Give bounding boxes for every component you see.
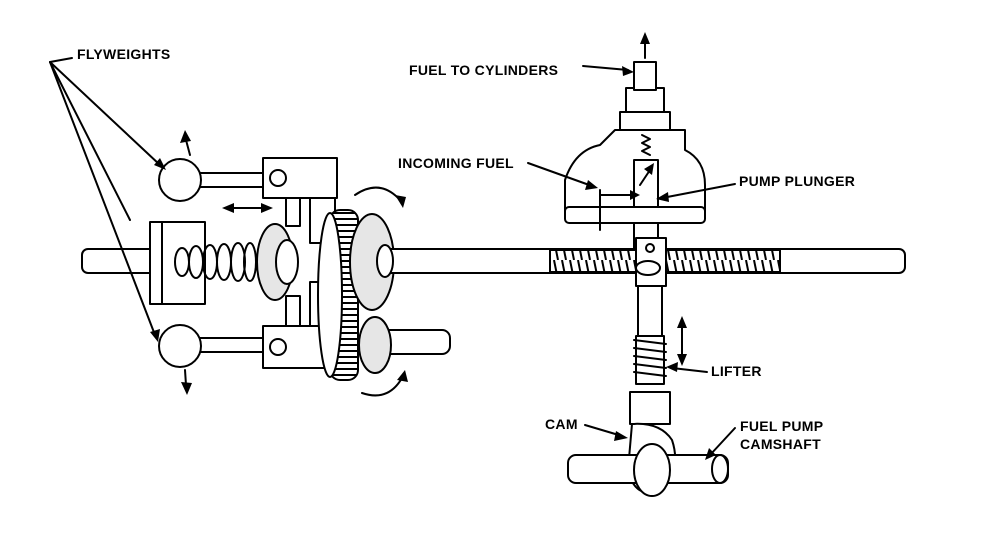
fuel-pump-assembly — [549, 32, 781, 497]
arrow-icon — [640, 32, 650, 59]
label-fuel-pump-camshaft-line1: FUEL PUMP — [740, 418, 824, 434]
lifter-spring — [633, 335, 667, 385]
label-cam: CAM — [545, 416, 578, 432]
curved-arrow-icon — [354, 186, 408, 397]
governor-spring — [174, 242, 257, 282]
label-pump-plunger: PUMP PLUNGER — [739, 173, 856, 189]
label-fuel-to-cylinders: FUEL TO CYLINDERS — [409, 62, 559, 78]
plunger-barrel — [633, 159, 659, 249]
arrow-icon — [677, 316, 687, 366]
upper-flyweight — [158, 157, 338, 244]
label-fuel-pump-camshaft-line2: CAMSHAFT — [740, 436, 821, 452]
lifter-body — [637, 285, 663, 337]
label-flyweights: FLYWEIGHTS — [77, 46, 171, 62]
leader-lines — [49, 57, 736, 460]
main-gear — [317, 209, 395, 381]
governor-assembly — [81, 130, 906, 397]
pump-collar — [635, 237, 667, 287]
arrow-icon — [180, 130, 273, 395]
lifter-tappet — [629, 391, 671, 425]
label-lifter: LIFTER — [711, 363, 762, 379]
housing-block — [149, 221, 206, 305]
label-incoming-fuel: INCOMING FUEL — [398, 155, 514, 171]
lower-drive-gear — [358, 316, 451, 374]
